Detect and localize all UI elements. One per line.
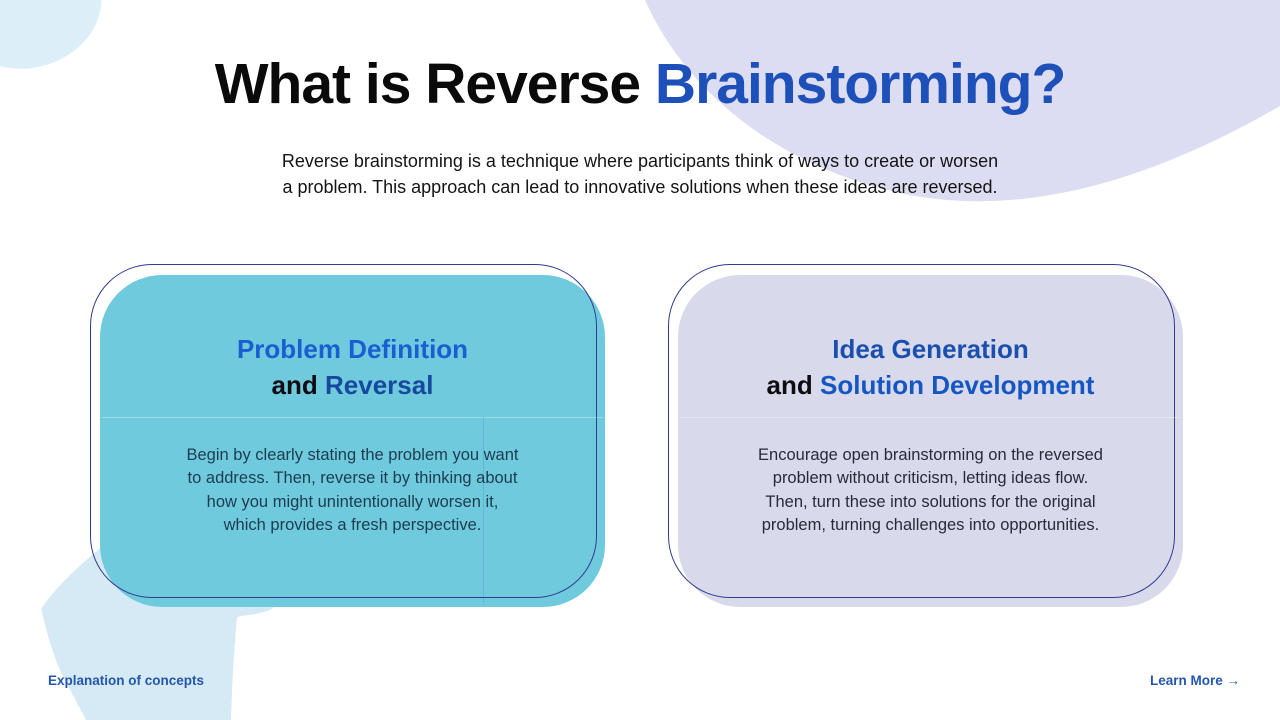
decor-blob-top-right bbox=[645, 0, 1280, 202]
card-heading-line1: Problem Definition bbox=[236, 334, 469, 364]
card-heading-conjunction: and bbox=[271, 370, 318, 400]
page-subtitle: Reverse brainstorming is a technique whe… bbox=[281, 151, 999, 197]
learn-more-link[interactable]: Learn More → bbox=[1150, 673, 1240, 688]
card-problem-definition-heading: Problem Definition and Reversal bbox=[100, 331, 605, 403]
card-seam-horizontal bbox=[102, 417, 603, 418]
card-idea-generation: Idea Generation and Solution Development… bbox=[668, 264, 1183, 607]
card-heading-accent: Solution Development bbox=[820, 370, 1095, 400]
card-heading-conjunction: and bbox=[766, 370, 813, 400]
learn-more-label: Learn More bbox=[1149, 673, 1223, 688]
card-seam-vertical bbox=[483, 417, 484, 603]
card-heading-line1: Idea Generation bbox=[832, 334, 1029, 364]
card-problem-definition-body: Begin by clearly stating the problem you… bbox=[186, 446, 519, 534]
page-title-highlight: Brainstorming? bbox=[654, 52, 1066, 116]
card-seam-horizontal bbox=[680, 417, 1181, 418]
page-title: What is Reverse Brainstorming? bbox=[0, 52, 1280, 116]
card-idea-generation-heading: Idea Generation and Solution Development bbox=[678, 331, 1183, 403]
card-idea-generation-body: Encourage open brainstorming on the reve… bbox=[758, 446, 1103, 534]
card-problem-definition: Problem Definition and Reversal Begin by… bbox=[90, 264, 605, 607]
arrow-right-icon: → bbox=[1226, 673, 1241, 688]
explanation-of-concepts-link[interactable]: Explanation of concepts bbox=[48, 673, 205, 688]
page-title-prefix: What is Reverse bbox=[214, 52, 655, 116]
card-heading-accent: Reversal bbox=[325, 370, 434, 400]
